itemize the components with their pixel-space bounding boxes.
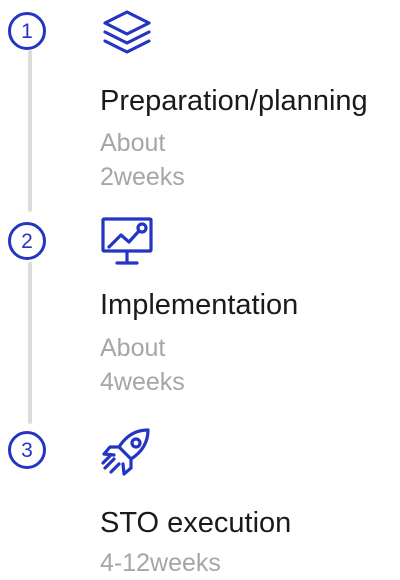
step-number-badge: 2	[8, 222, 46, 260]
step-title: Preparation/planning	[100, 85, 368, 117]
layers-icon	[100, 6, 154, 60]
step-title: STO execution	[100, 507, 292, 539]
timeline-connector-2-3	[28, 262, 32, 424]
step-duration-label: About	[100, 129, 166, 157]
step-title: Implementation	[100, 289, 299, 321]
step-duration-label: About	[100, 334, 166, 362]
step-number-badge: 3	[8, 431, 46, 469]
step-duration-label: 4-12weeks	[100, 549, 221, 577]
rocket-icon	[100, 425, 154, 479]
step-duration-value: 4weeks	[100, 368, 185, 396]
presentation-chart-icon	[100, 214, 154, 268]
step-duration-value: 2weeks	[100, 163, 185, 191]
timeline-connector-1-2	[28, 50, 32, 212]
step-number-badge: 1	[8, 12, 46, 50]
